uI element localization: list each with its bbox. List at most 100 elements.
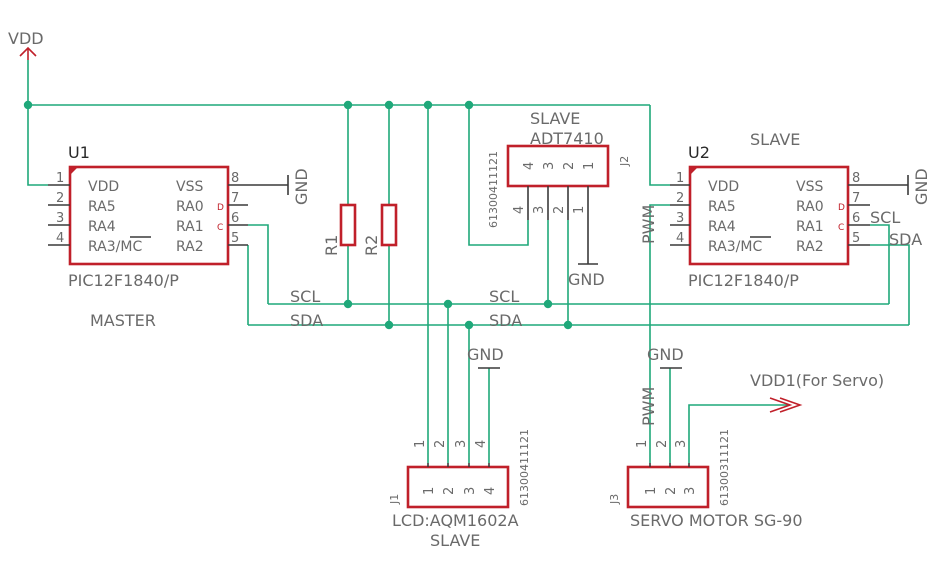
svg-text:3: 3 bbox=[683, 487, 698, 495]
svg-text:2: 2 bbox=[442, 487, 457, 495]
svg-text:RA5: RA5 bbox=[708, 199, 736, 215]
vdd-symbol: VDD bbox=[8, 29, 44, 60]
svg-text:RA0: RA0 bbox=[176, 199, 204, 215]
u1-ref: U1 bbox=[68, 143, 90, 162]
svg-text:D: D bbox=[217, 203, 224, 213]
gnd-symbol-u2: GND bbox=[870, 168, 931, 205]
svg-text:VSS: VSS bbox=[796, 179, 823, 195]
connector-j3: 1 2 3 1 2 3 J3 61300311121 SERVO MOTOR S… bbox=[608, 429, 803, 530]
svg-text:1: 1 bbox=[635, 440, 650, 448]
junction-dot bbox=[543, 299, 553, 309]
svg-text:4: 4 bbox=[676, 231, 684, 246]
svg-text:J3: J3 bbox=[608, 494, 621, 505]
u2-part: PIC12F1840/P bbox=[688, 271, 799, 290]
svg-text:1: 1 bbox=[644, 487, 659, 495]
svg-text:PWM: PWM bbox=[639, 387, 658, 426]
svg-text:4: 4 bbox=[56, 231, 64, 246]
svg-text:6: 6 bbox=[852, 211, 860, 226]
svg-text:2: 2 bbox=[552, 206, 567, 214]
svg-text:RA2: RA2 bbox=[796, 239, 824, 255]
junctions bbox=[23, 100, 573, 330]
gnd-symbol-servo: GND bbox=[647, 345, 684, 369]
junction-dot bbox=[384, 320, 394, 330]
wires bbox=[27, 60, 910, 463]
svg-text:5: 5 bbox=[231, 231, 239, 246]
svg-text:1: 1 bbox=[56, 171, 64, 186]
svg-text:SCL: SCL bbox=[870, 208, 900, 227]
junction-dot bbox=[23, 100, 33, 110]
svg-text:SDA: SDA bbox=[489, 311, 522, 330]
svg-text:RA3/MC: RA3/MC bbox=[708, 239, 762, 255]
svg-text:1: 1 bbox=[582, 162, 597, 170]
vdd-to-u2 bbox=[649, 105, 670, 186]
svg-text:SDA: SDA bbox=[889, 230, 922, 249]
svg-text:R2: R2 bbox=[362, 235, 381, 256]
svg-text:GND: GND bbox=[647, 345, 684, 364]
junction-dot bbox=[343, 299, 353, 309]
svg-text:4: 4 bbox=[512, 206, 527, 214]
connector-j1: 1 2 3 4 1 2 3 4 J1 61300411121 LCD:AQM16… bbox=[388, 429, 531, 550]
svg-text:3: 3 bbox=[674, 440, 689, 448]
svg-text:R1: R1 bbox=[322, 235, 341, 256]
svg-text:D: D bbox=[838, 203, 845, 213]
svg-text:61300411121: 61300411121 bbox=[518, 429, 531, 506]
svg-text:3: 3 bbox=[532, 206, 547, 214]
svg-text:2: 2 bbox=[676, 191, 684, 206]
svg-text:VDD: VDD bbox=[708, 179, 739, 195]
svg-text:1: 1 bbox=[572, 206, 587, 214]
resistor-r1: R1 bbox=[322, 203, 357, 256]
junction-dot bbox=[464, 320, 474, 330]
svg-text:2: 2 bbox=[664, 487, 679, 495]
junction-dot bbox=[464, 100, 474, 110]
svg-text:SLAVE: SLAVE bbox=[530, 109, 580, 128]
svg-text:ADT7410: ADT7410 bbox=[530, 129, 604, 148]
svg-text:6: 6 bbox=[231, 211, 239, 226]
gnd-symbol-lcd: GND bbox=[467, 345, 504, 369]
svg-text:SCL: SCL bbox=[489, 287, 519, 306]
u2-role: SLAVE bbox=[750, 130, 800, 149]
svg-text:4: 4 bbox=[522, 162, 537, 170]
svg-text:61300311121: 61300311121 bbox=[718, 429, 731, 506]
svg-text:RA4: RA4 bbox=[88, 219, 116, 235]
svg-text:J1: J1 bbox=[388, 494, 401, 505]
svg-text:1: 1 bbox=[413, 440, 428, 448]
junction-dot bbox=[443, 299, 453, 309]
svg-text:2: 2 bbox=[562, 162, 577, 170]
svg-text:GND: GND bbox=[568, 270, 605, 289]
svg-text:C: C bbox=[217, 223, 223, 233]
junction-dot bbox=[563, 320, 573, 330]
j1-role: SLAVE bbox=[430, 531, 480, 550]
svg-text:8: 8 bbox=[231, 171, 239, 186]
svg-text:RA0: RA0 bbox=[796, 199, 824, 215]
svg-text:4: 4 bbox=[483, 487, 498, 495]
svg-text:1: 1 bbox=[676, 171, 684, 186]
u1-role: MASTER bbox=[90, 311, 156, 330]
sda-u2-wire bbox=[870, 244, 910, 325]
svg-text:7: 7 bbox=[852, 191, 860, 206]
svg-text:5: 5 bbox=[852, 231, 860, 246]
u2-ref: U2 bbox=[688, 143, 710, 162]
resistor-r2: R2 bbox=[362, 203, 398, 256]
svg-text:RA5: RA5 bbox=[88, 199, 116, 215]
u2-chip: U2 SLAVE 1 2 3 4 VDD RA5 RA4 RA3/MC 8 7 … bbox=[670, 130, 870, 290]
svg-text:1: 1 bbox=[422, 487, 437, 495]
vdd-wire bbox=[27, 60, 48, 186]
connector-j2: SLAVE ADT7410 J2 61300411121 4 3 2 1 4 3… bbox=[487, 109, 631, 228]
svg-text:3: 3 bbox=[454, 440, 469, 448]
svg-text:RA3/MC: RA3/MC bbox=[88, 239, 142, 255]
svg-text:RA4: RA4 bbox=[708, 219, 736, 235]
svg-text:VDD: VDD bbox=[8, 29, 44, 48]
u1-chip: U1 1 2 3 4 VDD RA5 RA4 RA3/MC 8 7 6 5 VS… bbox=[48, 143, 248, 330]
svg-text:PWM: PWM bbox=[639, 205, 658, 244]
j3-part: SERVO MOTOR SG-90 bbox=[630, 511, 803, 530]
svg-text:61300411121: 61300411121 bbox=[487, 151, 500, 228]
svg-text:3: 3 bbox=[463, 487, 478, 495]
svg-text:GND: GND bbox=[292, 168, 311, 205]
svg-text:4: 4 bbox=[474, 440, 489, 448]
svg-text:RA2: RA2 bbox=[176, 239, 204, 255]
svg-text:SDA: SDA bbox=[290, 311, 323, 330]
junction-dot bbox=[384, 100, 394, 110]
svg-text:3: 3 bbox=[542, 162, 557, 170]
net-labels: SCL SDA SCL SDA SCL SDA PWM PWM bbox=[290, 205, 922, 426]
